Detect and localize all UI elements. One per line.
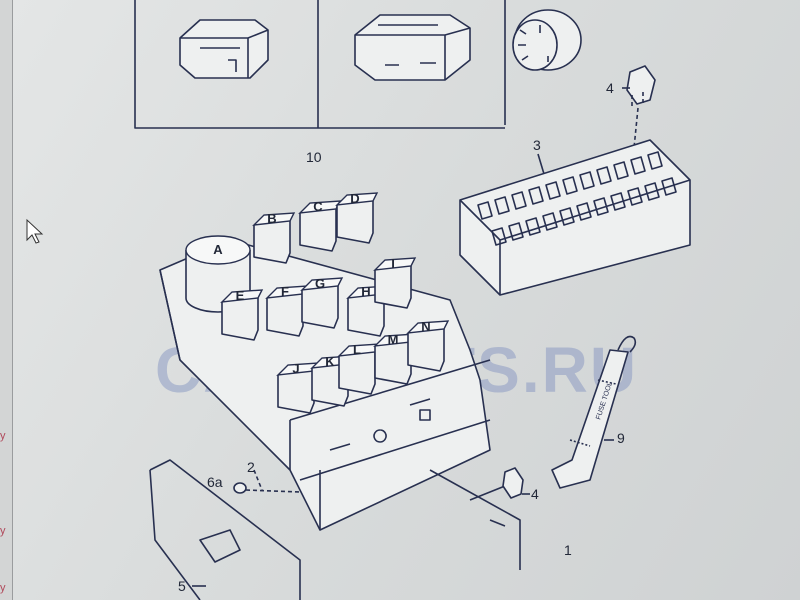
edge-mark: y — [0, 430, 6, 442]
nut-6a — [233, 482, 247, 494]
fuse-box — [459, 139, 691, 296]
inset-panels — [134, 0, 582, 129]
relay-label: A — [213, 242, 223, 257]
fuse-item-4-bottom — [502, 467, 524, 499]
connector-2 — [354, 14, 471, 81]
relay-label: N — [421, 319, 430, 334]
relay-label: B — [267, 211, 276, 226]
relay-label: E — [236, 288, 245, 303]
relay-label: C — [313, 199, 323, 214]
callout-4-top: 4 — [606, 80, 614, 96]
relay-e: E — [220, 288, 264, 341]
edge-mark: y — [0, 582, 6, 594]
relay-c: C — [298, 199, 342, 252]
relay-label: D — [350, 191, 359, 206]
browser-edge — [0, 0, 13, 600]
relay-b: B — [252, 211, 296, 264]
fuse-slot — [610, 192, 626, 211]
callout-3: 3 — [533, 137, 541, 153]
fuse-slot — [511, 191, 527, 210]
fuse-slot — [613, 161, 629, 180]
relay-group: A B C D E F G H I J K L M N — [185, 191, 450, 414]
relay-label: I — [391, 256, 395, 271]
relay-label: K — [325, 354, 335, 369]
callout-1: 1 — [564, 542, 572, 558]
relay-d: D — [335, 191, 379, 244]
relay-label: L — [353, 342, 361, 357]
fuse-slot — [579, 171, 595, 190]
fuse-slot — [647, 151, 663, 170]
fuse-slot — [494, 196, 510, 215]
fuse-slot — [562, 176, 578, 195]
fuse-slot — [627, 187, 643, 206]
relay-g: G — [300, 276, 344, 329]
fuse-slot — [559, 207, 575, 226]
relay-l: L — [337, 342, 381, 395]
round-connector — [512, 9, 582, 71]
edge-mark: y — [0, 525, 6, 537]
relay-m: M — [373, 332, 417, 385]
fuse-slot — [491, 227, 507, 246]
relay-n: N — [406, 319, 450, 372]
callout-10: 10 — [306, 149, 322, 165]
relay-label: M — [388, 332, 399, 347]
fuse-slot — [596, 166, 612, 185]
callout-4-bottom: 4 — [531, 486, 539, 502]
callout-5: 5 — [178, 578, 186, 594]
fuse-slot — [576, 202, 592, 221]
fuse-slot — [525, 217, 541, 236]
callout-6a: 6a — [207, 474, 223, 490]
fuse-slot — [508, 222, 524, 241]
fuse-slot — [542, 212, 558, 231]
relay-label: J — [292, 361, 299, 376]
relay-f: F — [265, 284, 309, 337]
fuse-slot — [630, 156, 646, 175]
fuse-slot — [661, 177, 677, 196]
fuse-tool: FUSE TOOL — [551, 335, 637, 489]
callout-2: 2 — [247, 459, 255, 475]
connector-1 — [179, 19, 269, 79]
relay-label: G — [315, 276, 325, 291]
relay-h: H — [346, 284, 390, 337]
relay-i: I — [373, 256, 417, 309]
relay-label: H — [361, 284, 370, 299]
fuse-slot — [477, 201, 493, 220]
fuse-slot — [644, 182, 660, 201]
relay-label: F — [281, 284, 289, 299]
fuse-slot — [593, 197, 609, 216]
callout-9: 9 — [617, 430, 625, 446]
mouse-cursor-icon — [26, 218, 44, 244]
fuse-item-4-top — [622, 65, 656, 149]
fuse-slot — [528, 186, 544, 205]
fuse-slot — [545, 181, 561, 200]
